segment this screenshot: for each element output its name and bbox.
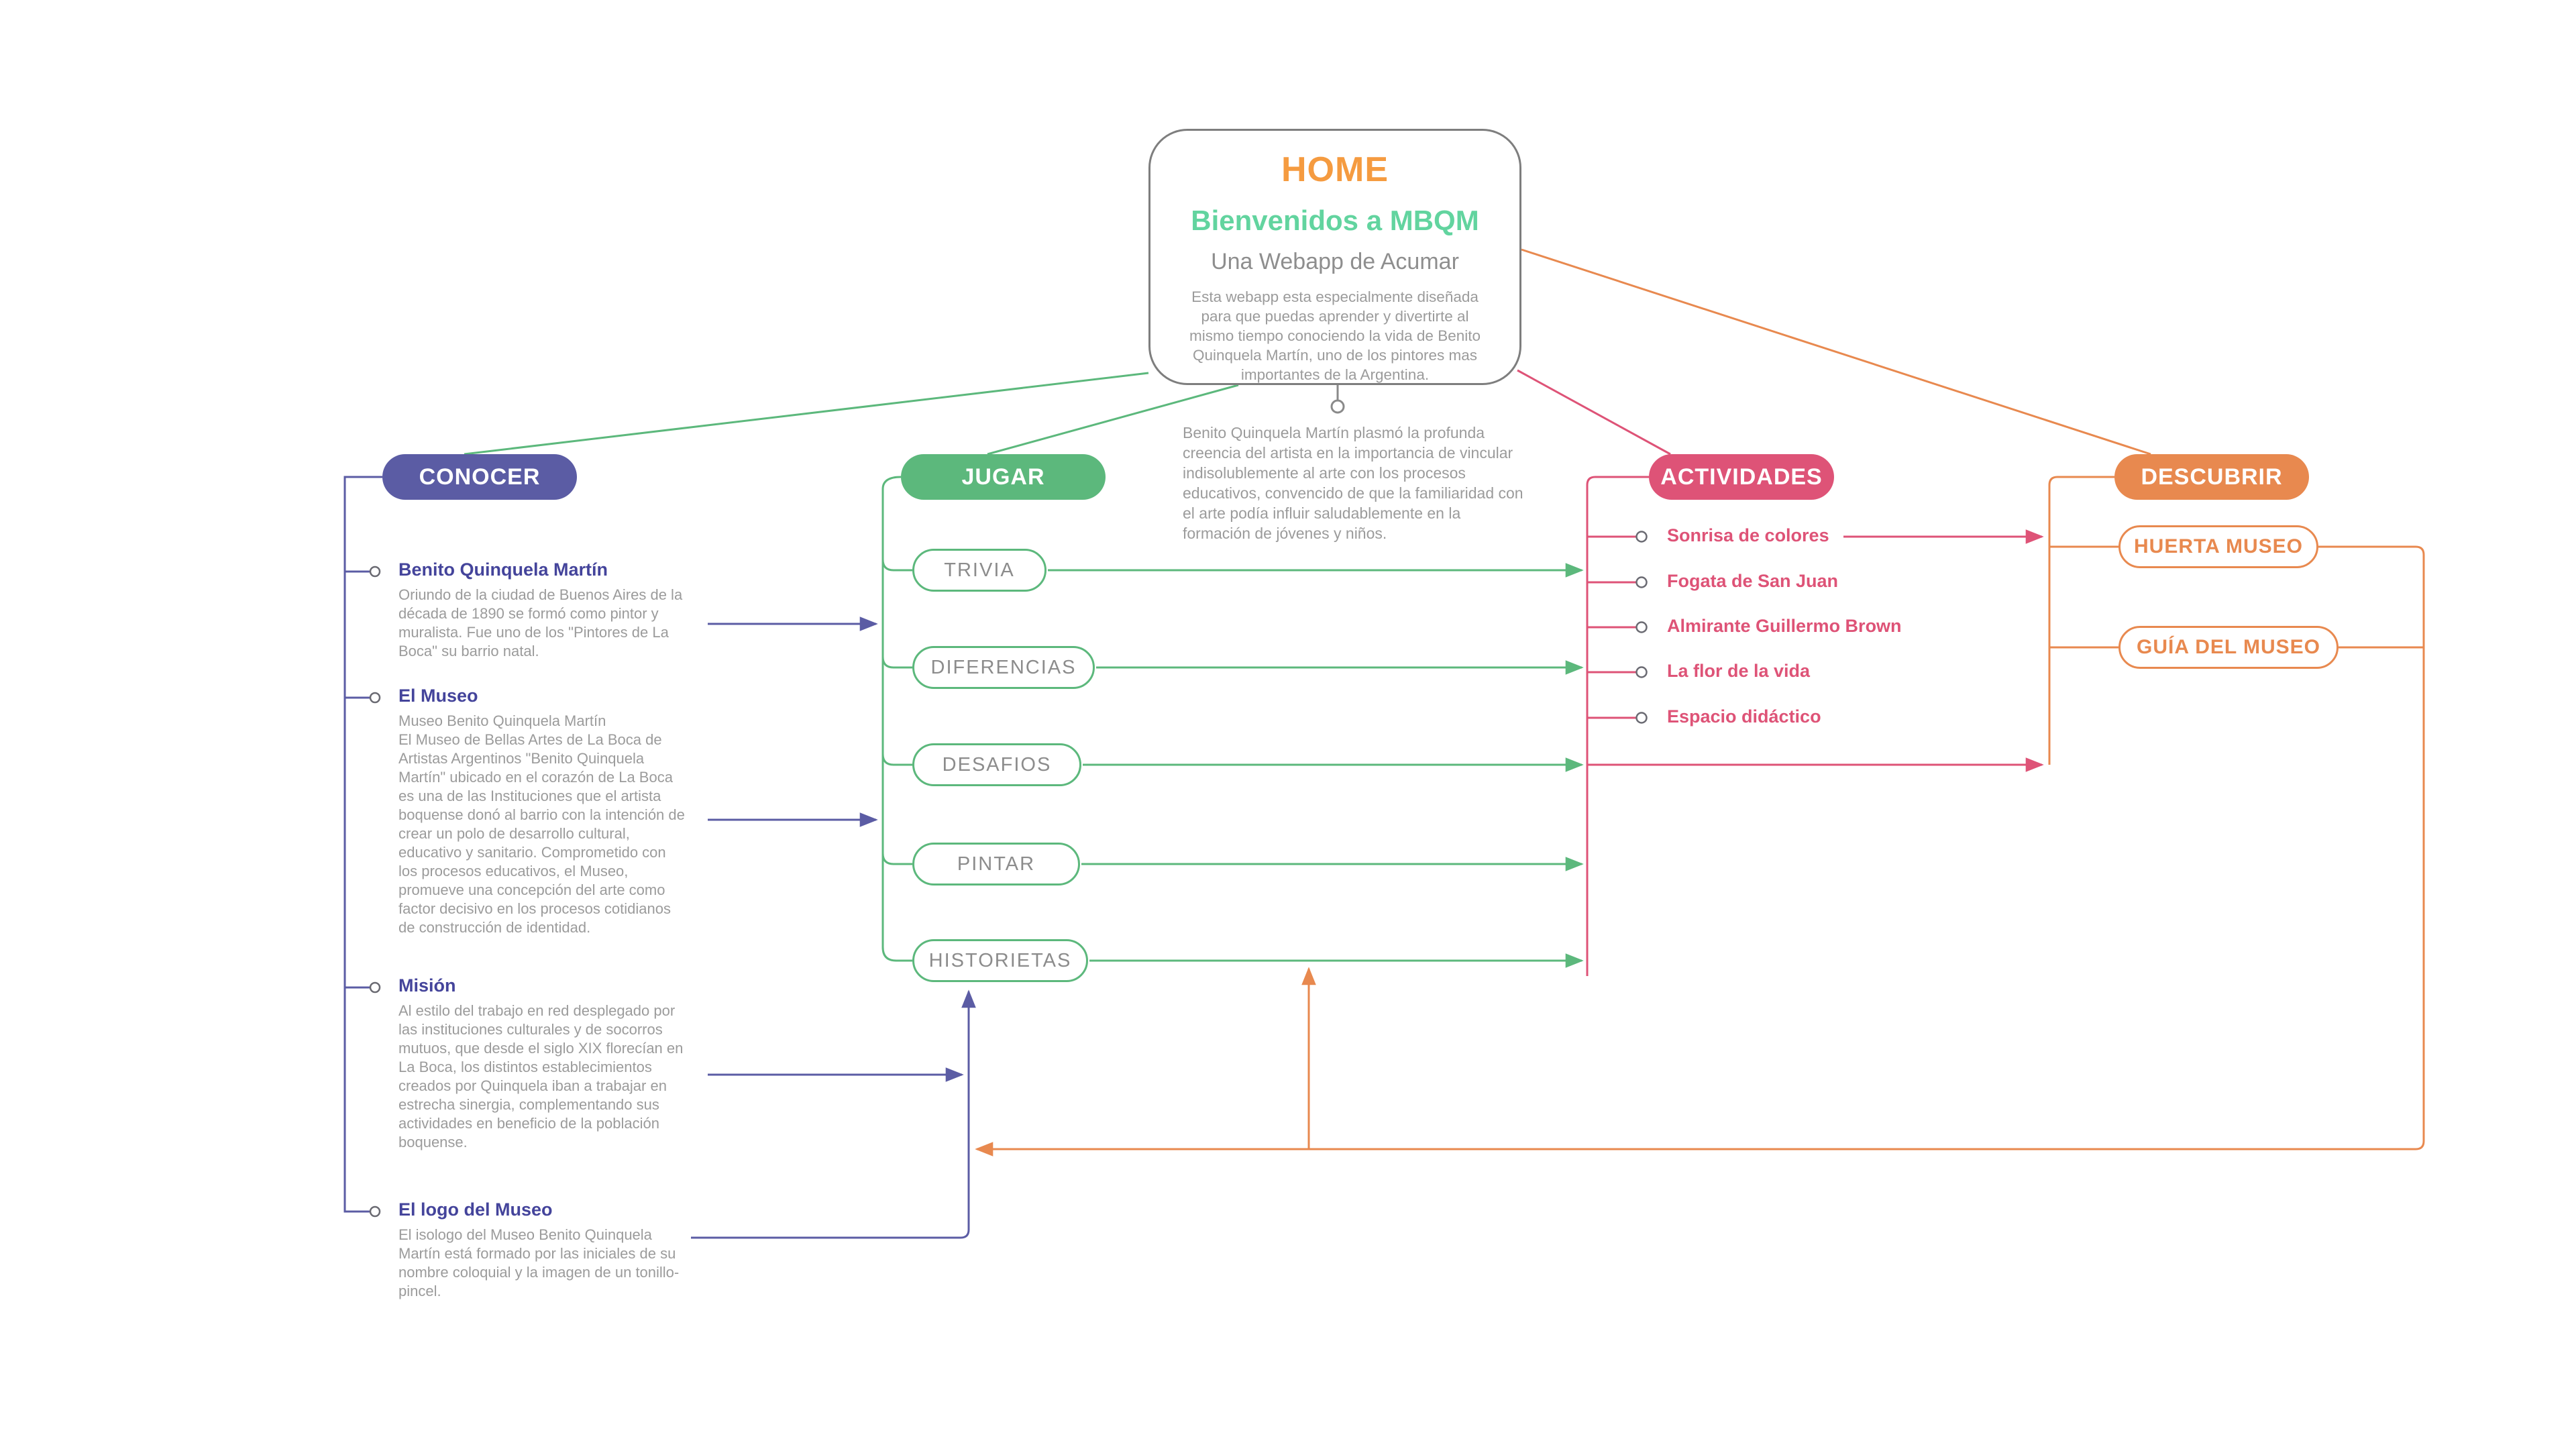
jugar-row-edges <box>1048 563 1584 968</box>
edge-home-conocer <box>464 372 1149 455</box>
item-sonrisa-de-colores[interactable]: Sonrisa de colores <box>1667 525 1829 545</box>
button-historietas[interactable]: HISTORIETAS <box>912 939 1088 982</box>
button-guia-del-museo[interactable]: GUÍA DEL MUSEO <box>2118 626 2339 669</box>
home-description: Esta webapp esta especialmente diseñada … <box>1189 288 1481 383</box>
item-espacio-didactico[interactable]: Espacio didáctico <box>1667 706 1821 727</box>
pill-descubrir[interactable]: DESCUBRIR <box>2114 454 2309 500</box>
item-la-flor-de-la-vida[interactable]: La flor de la vida <box>1667 661 1811 681</box>
button-huerta-museo[interactable]: HUERTA MUSEO <box>2118 525 2318 568</box>
section-benito-body: Oriundo de la ciudad de Buenos Aires de … <box>398 586 683 659</box>
home-tagline: Una Webapp de Acumar <box>1211 249 1459 274</box>
pill-conocer[interactable]: CONOCER <box>382 454 577 500</box>
actividades-node-circles <box>1635 531 1648 724</box>
button-trivia[interactable]: TRIVIA <box>912 549 1046 592</box>
edge-home-actividades <box>1517 369 1671 455</box>
actividades-spine <box>1586 476 1649 976</box>
button-desafios[interactable]: DESAFIOS <box>912 743 1081 786</box>
button-diferencias[interactable]: DIFERENCIAS <box>912 646 1095 689</box>
section-museo: El Museo Museo Benito Quinquela Martín E… <box>398 686 687 937</box>
home-connector <box>1330 385 1345 414</box>
edge-huerta-return <box>975 545 2425 1157</box>
home-subtitle: Bienvenidos a MBQM <box>1191 205 1479 236</box>
pill-actividades[interactable]: ACTIVIDADES <box>1649 454 1834 500</box>
section-mision-title[interactable]: Misión <box>398 975 456 996</box>
item-almirante-guillermo-brown[interactable]: Almirante Guillermo Brown <box>1667 616 1902 636</box>
section-museo-body: Museo Benito Quinquela Martín El Museo d… <box>398 712 685 936</box>
conocer-node-circles <box>369 566 381 1218</box>
button-pintar[interactable]: PINTAR <box>912 843 1080 885</box>
section-museo-title[interactable]: El Museo <box>398 686 478 706</box>
section-mision: Misión Al estilo del trabajo en red desp… <box>398 975 687 1152</box>
section-logo-body: El isologo del Museo Benito Quinquela Ma… <box>398 1226 680 1299</box>
edge-logo-historietas <box>691 989 976 1239</box>
section-logo: El logo del Museo El isologo del Museo B… <box>398 1199 687 1301</box>
section-logo-title[interactable]: El logo del Museo <box>398 1199 553 1220</box>
item-fogata-de-san-juan[interactable]: Fogata de San Juan <box>1667 571 1839 591</box>
edge-home-descubrir <box>1521 248 2151 455</box>
home-card[interactable]: HOME Bienvenidos a MBQM Una Webapp de Ac… <box>1148 129 1521 385</box>
home-note: Benito Quinquela Martín plasmó la profun… <box>1183 424 1523 542</box>
pill-jugar[interactable]: JUGAR <box>901 454 1106 500</box>
edge-home-jugar <box>987 384 1239 455</box>
conocer-spine <box>343 476 382 1213</box>
section-mision-body: Al estilo del trabajo en red desplegado … <box>398 1002 684 1150</box>
section-benito: Benito Quinquela Martín Oriundo de la ci… <box>398 559 687 661</box>
descubrir-spine <box>2048 476 2118 765</box>
home-title: HOME <box>1281 150 1389 189</box>
jugar-spine <box>881 476 912 962</box>
section-benito-title[interactable]: Benito Quinquela Martín <box>398 559 608 580</box>
